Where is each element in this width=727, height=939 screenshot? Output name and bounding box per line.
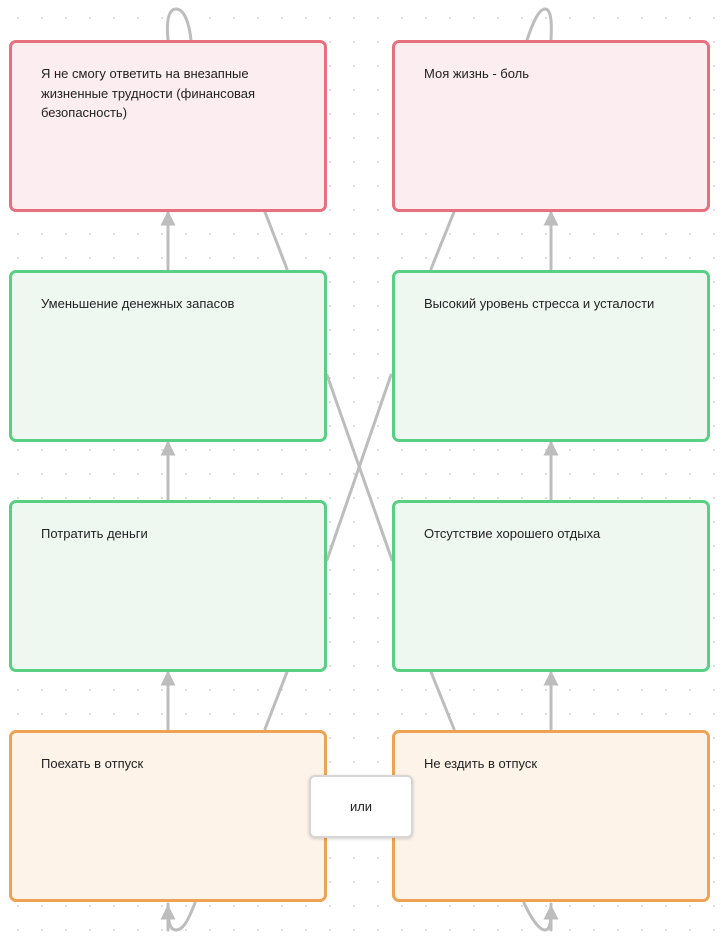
edge-stress-to-pain-connector[interactable] [429,210,456,271]
edge-loop-top-left[interactable] [165,7,193,42]
edge-no-vacation-connector[interactable] [429,670,456,731]
node-no-good-rest[interactable]: Отсутствие хорошего отдыха [392,500,710,672]
node-label: Уменьшение денежных запасов [41,296,235,311]
edge-go-on-vacation-connector[interactable] [263,670,289,731]
node-label: Не ездить в отпуск [424,756,538,771]
node-financial-security[interactable]: Я не смогу ответить на внезапные жизненн… [9,40,327,212]
node-or[interactable]: или [309,775,413,838]
node-label: Поехать в отпуск [41,756,144,771]
node-label: Высокий уровень стресса и усталости [424,296,655,311]
node-label: Отсутствие хорошего отдыха [424,526,601,541]
node-go-on-vacation[interactable]: Поехать в отпуск [9,730,327,902]
node-high-stress[interactable]: Высокий уровень стресса и усталости [392,270,710,442]
node-label: Потратить деньги [41,526,148,541]
node-label: Я не смогу ответить на внезапные жизненн… [41,66,256,120]
node-decreasing-money[interactable]: Уменьшение денежных запасов [9,270,327,442]
node-spend-money[interactable]: Потратить деньги [9,500,327,672]
edge-loop-top-right[interactable] [525,7,553,42]
edge-money-to-security-connector[interactable] [263,210,289,271]
edge-loop-bottom-right[interactable] [522,901,553,932]
edge-rest-to-money-crossing[interactable] [325,373,394,562]
edge-loop-bottom-left[interactable] [166,901,197,932]
node-label: Моя жизнь - боль [424,66,530,81]
node-label: или [349,798,373,814]
node-no-vacation[interactable]: Не ездить в отпуск [392,730,710,902]
node-life-is-pain[interactable]: Моя жизнь - боль [392,40,710,212]
